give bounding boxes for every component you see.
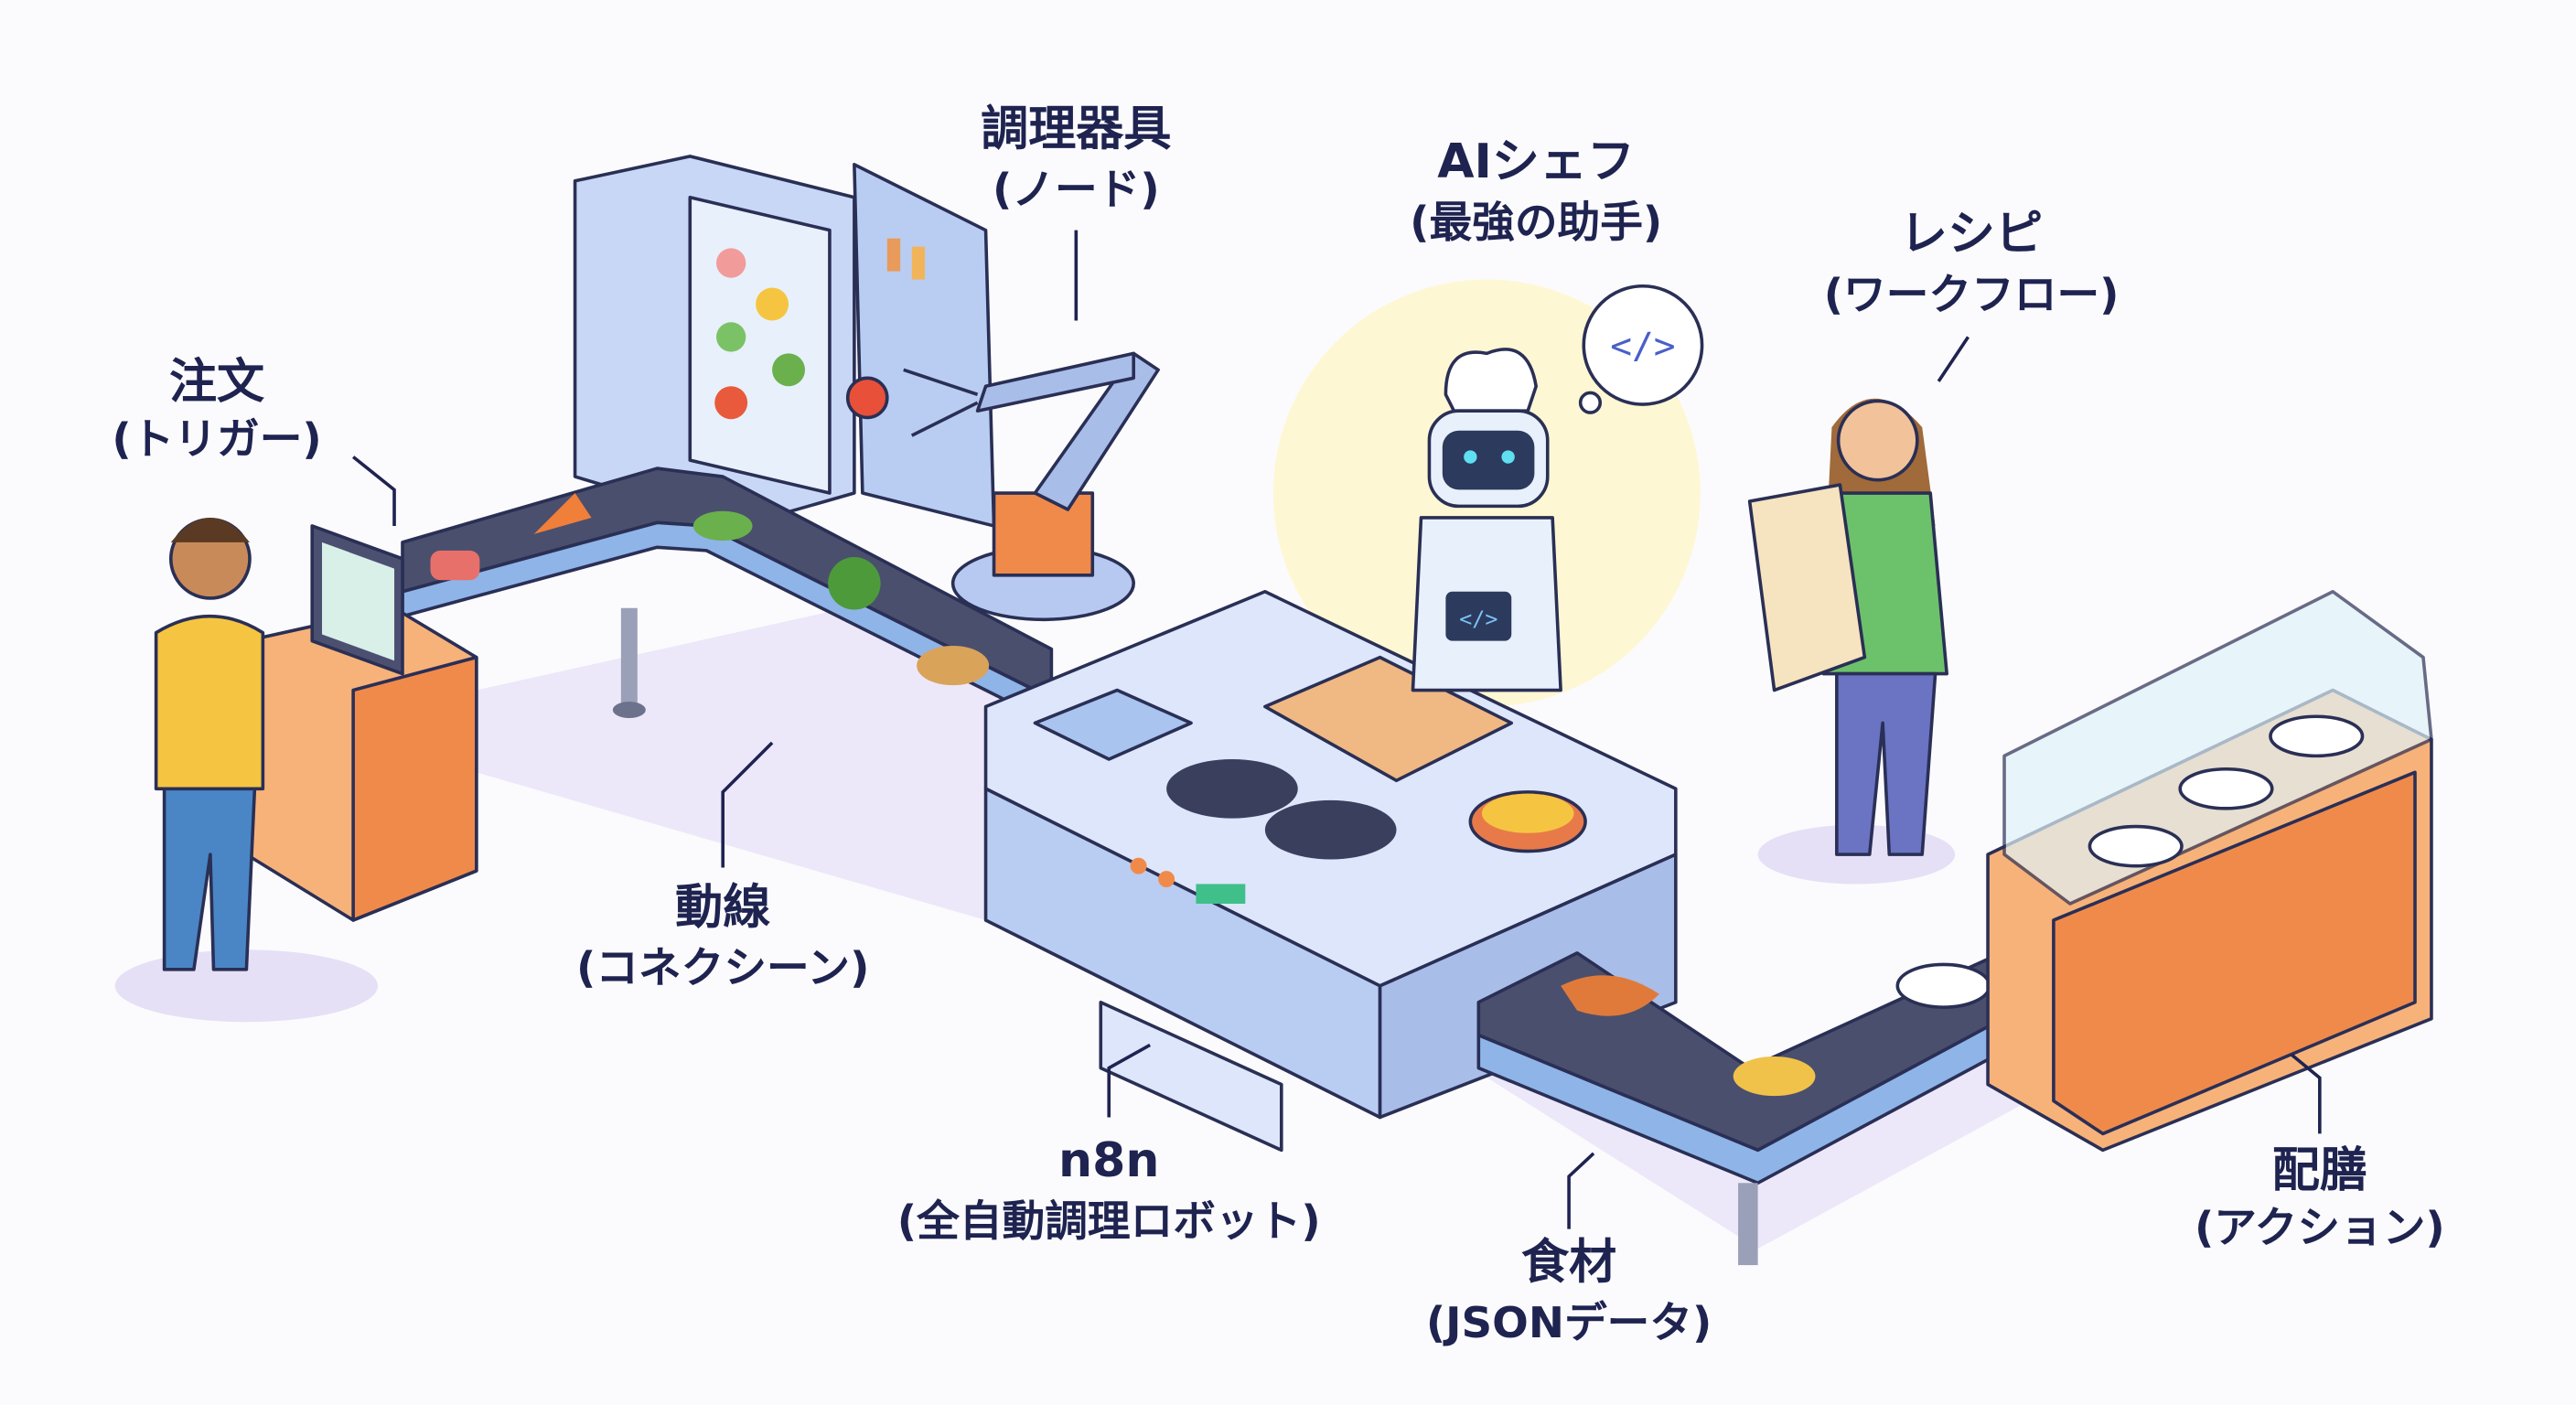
label-order-sub: (トリガー): [112, 415, 321, 465]
label-ingredients-sub: (JSONデータ): [1426, 1299, 1712, 1348]
n8n-counter: [983, 589, 1678, 1153]
fridge: [573, 155, 996, 528]
person-recipe: [1747, 398, 1948, 856]
label-recipe-sub: (ワークフロー): [1824, 271, 2120, 320]
person-ordering: [154, 517, 265, 971]
label-tools: 調理器具 (ノード): [981, 102, 1171, 215]
label-ingredients-title: 食材: [1521, 1235, 1616, 1290]
robot-arm: [845, 351, 1160, 622]
thought-bubble: </>: [1578, 284, 1704, 414]
label-serving-sub: (アクション): [2195, 1204, 2445, 1253]
order-desk: [244, 524, 478, 922]
label-ai-chef: AIシェフ (最強の助手): [1410, 134, 1662, 248]
label-ai-chef-sub: (最強の助手): [1410, 198, 1662, 248]
label-n8n-title: n8n: [1058, 1133, 1159, 1188]
label-ingredients: 食材 (JSONデータ): [1426, 1235, 1712, 1348]
label-n8n: n8n (全自動調理ロボット): [897, 1133, 1321, 1247]
label-tools-title: 調理器具: [981, 102, 1171, 156]
label-tools-sub: (ノード): [993, 166, 1160, 215]
label-flow-title: 動線: [675, 881, 770, 936]
chest-code-icon: </>: [1459, 606, 1497, 631]
label-flow: 動線 (コネクシーン): [576, 881, 869, 994]
label-order-title: 注文: [169, 355, 264, 410]
conveyor-belt-right: [1476, 935, 2097, 1266]
label-serving-title: 配膳: [2272, 1143, 2367, 1198]
ai-chef-robot: </>: [1411, 348, 1562, 692]
label-flow-sub: (コネクシーン): [576, 944, 869, 993]
leader-lines: [352, 230, 2322, 1229]
label-n8n-sub: (全自動調理ロボット): [897, 1197, 1321, 1247]
label-recipe: レシピ (ワークフロー): [1824, 207, 2120, 320]
code-icon: </>: [1610, 326, 1675, 368]
label-ai-chef-title: AIシェフ: [1437, 134, 1635, 189]
label-serving: 配膳 (アクション): [2195, 1143, 2445, 1253]
label-order: 注文 (トリガー): [112, 355, 321, 465]
serving-counter: [1986, 589, 2433, 1153]
label-recipe-title: レシピ: [1900, 207, 2043, 262]
